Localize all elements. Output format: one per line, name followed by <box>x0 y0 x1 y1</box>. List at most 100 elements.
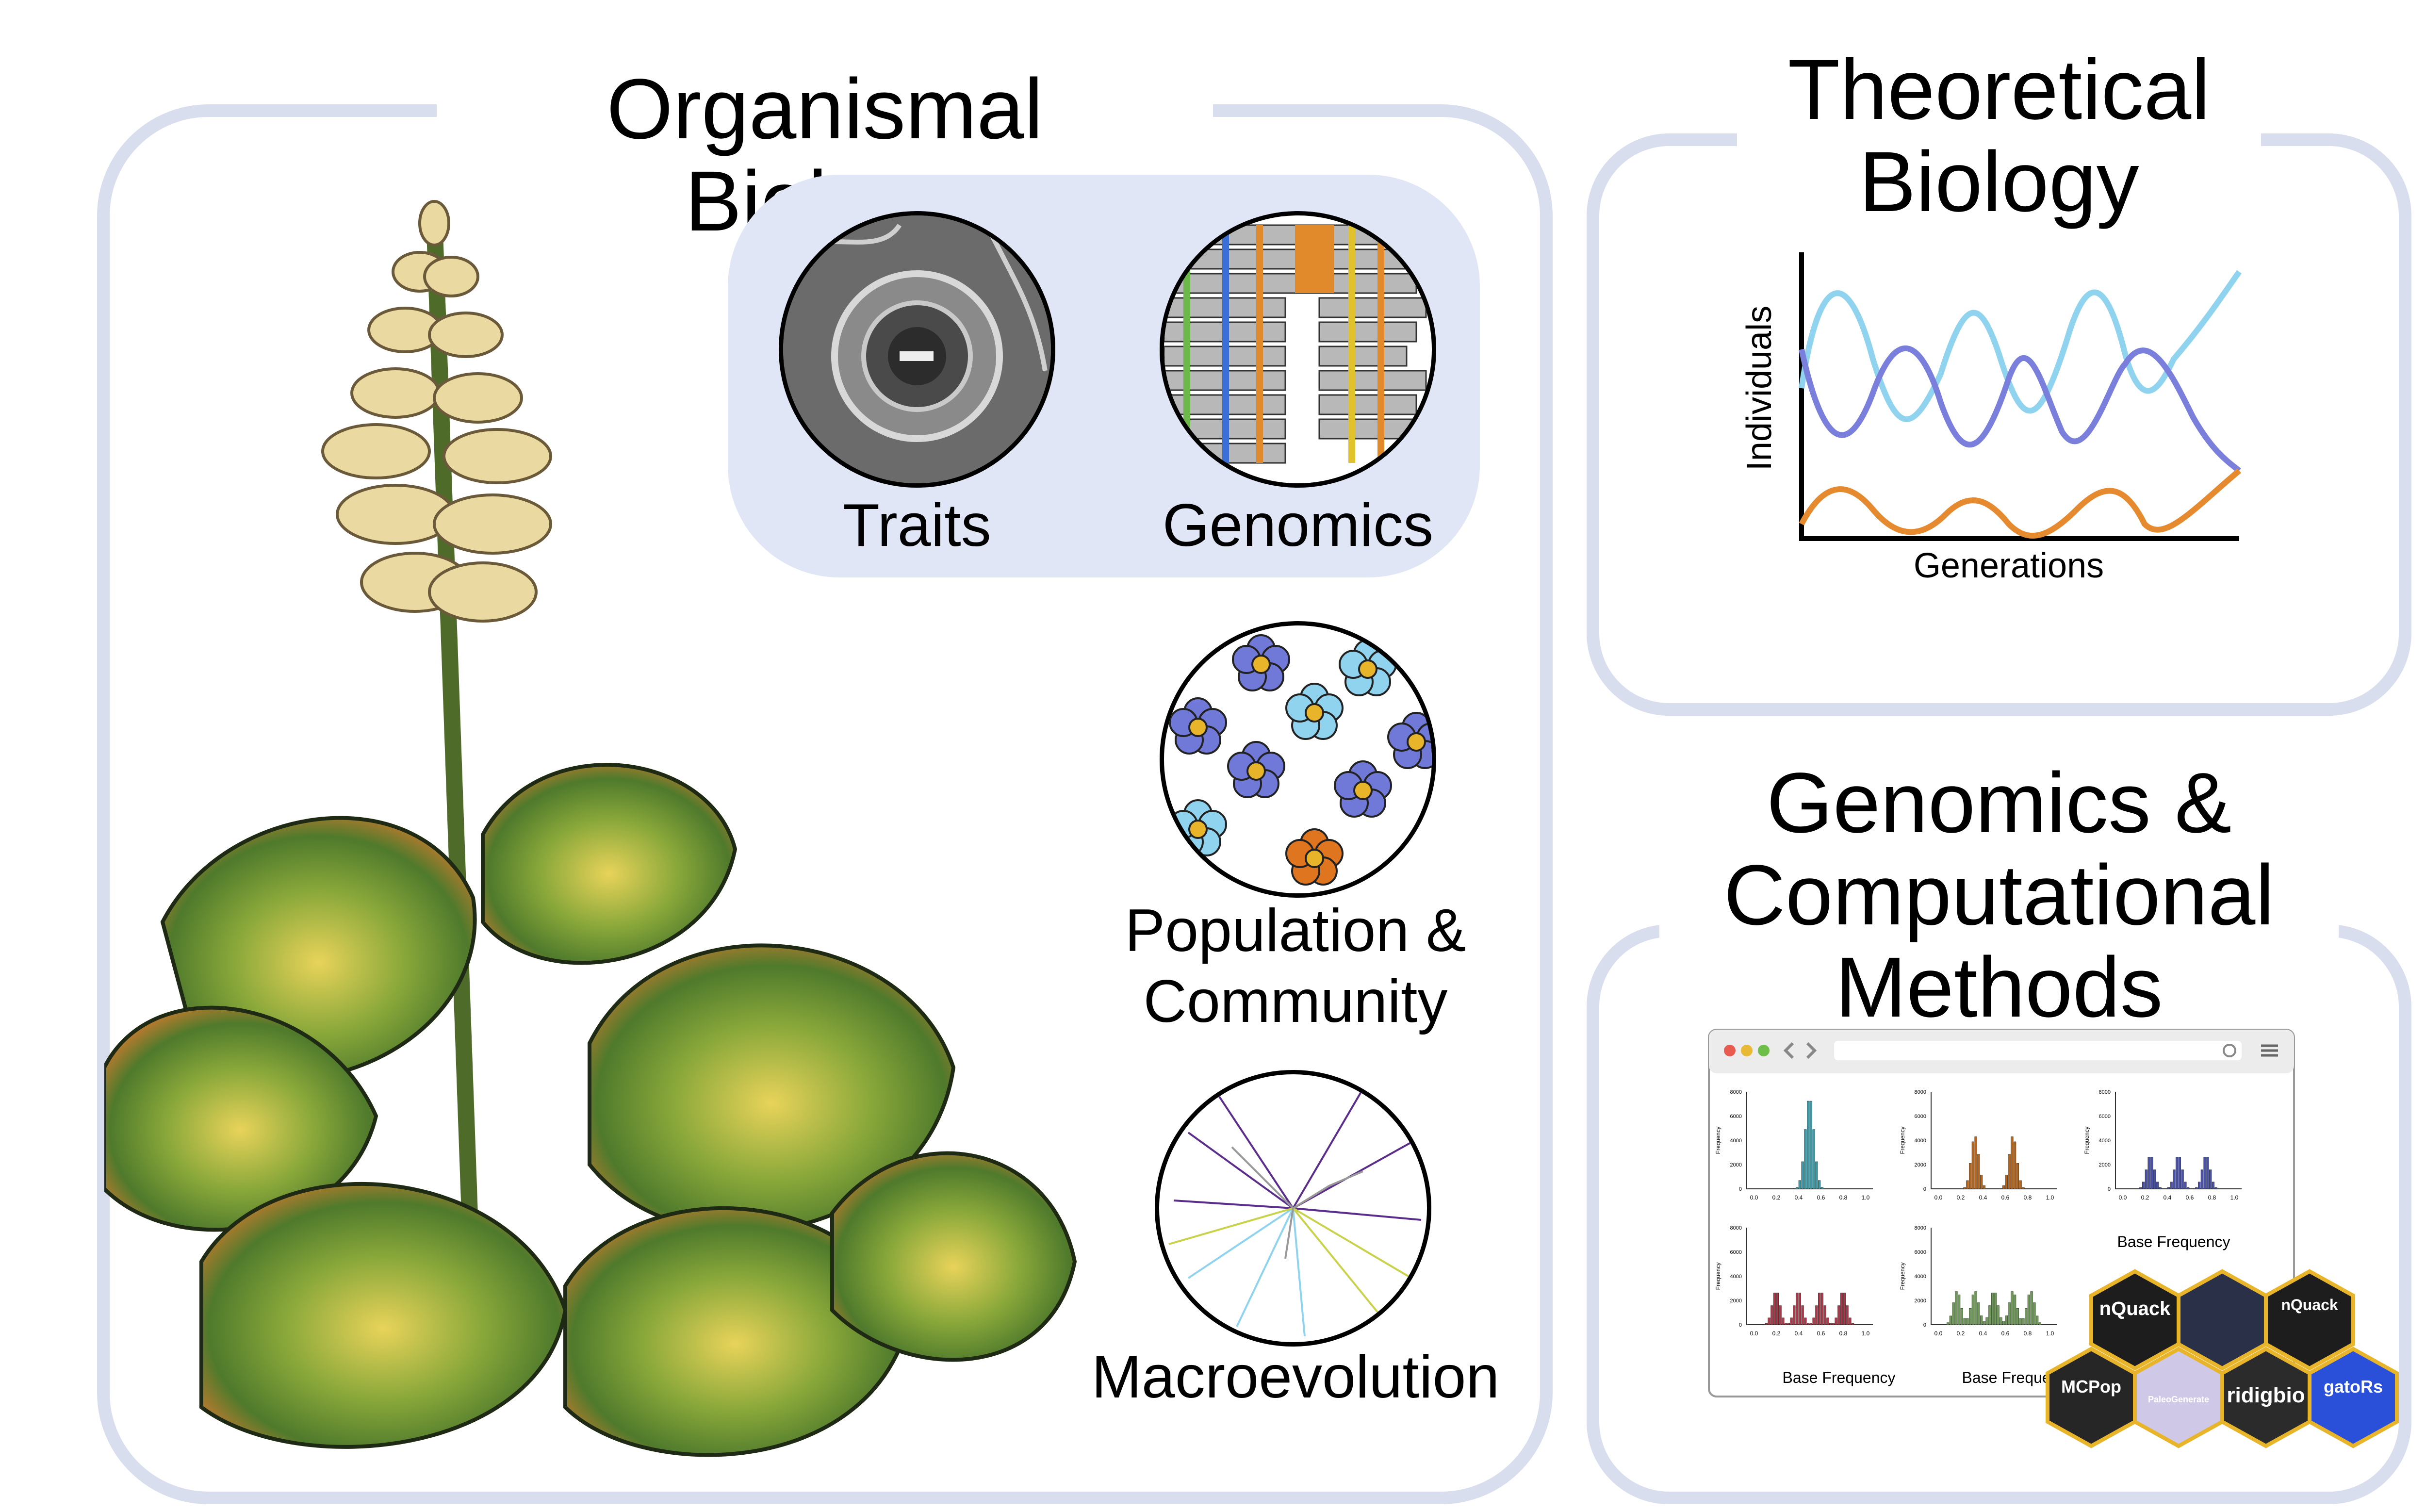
histogram-bar <box>1798 1293 1801 1325</box>
histogram-bar <box>2145 1169 2147 1189</box>
hex-label-2: MCPop <box>2061 1377 2121 1397</box>
histogram-bar <box>1994 1293 1997 1325</box>
histogram-ytick: 6000 <box>1915 1249 1926 1255</box>
histogram-bar <box>1818 1180 1821 1189</box>
histogram-xtick: 0.6 <box>1817 1330 1825 1337</box>
histogram-bar <box>2150 1157 2153 1189</box>
hex-label-1: nQuack <box>2281 1296 2338 1314</box>
histogram-bar <box>1818 1293 1821 1325</box>
histogram-bar <box>2022 1187 2025 1189</box>
plant-illustration <box>104 200 1077 1457</box>
histogram-ytick: 0 <box>1739 1186 1742 1192</box>
histogram-bar <box>2156 1182 2159 1189</box>
histogram-xlabel-4: Base Frequency <box>1782 1369 1895 1386</box>
histogram-bar <box>2200 1169 2203 1189</box>
histogram-xtick: 0.2 <box>1957 1194 1965 1201</box>
hex-sticker-gators <box>2308 1347 2399 1448</box>
histogram-bar <box>2176 1157 2179 1189</box>
histogram-xtick: 0.0 <box>1750 1194 1758 1201</box>
histogram-xtick: 1.0 <box>2230 1194 2239 1201</box>
histogram-bar <box>1991 1293 1994 1325</box>
histogram-ytick: 2000 <box>1915 1298 1926 1304</box>
histogram-bar <box>1969 1308 1972 1325</box>
histogram-xtick: 0.4 <box>1979 1194 1987 1201</box>
histogram-ylabel: Frequency <box>1715 1263 1721 1290</box>
reload-icon[interactable] <box>2223 1044 2236 1057</box>
histogram-bar <box>1949 1315 1952 1325</box>
r-package-hex-stickers: nQuack nQuack MCPop PaleoGenerate ridigb… <box>2046 1269 2399 1448</box>
histogram-bar <box>1809 1101 1812 1189</box>
histogram-xtick: 0.2 <box>1772 1194 1781 1201</box>
histogram-bar <box>1804 1317 1807 1325</box>
histogram-ytick: 8000 <box>1730 1089 1742 1095</box>
histogram-bar <box>2030 1291 2033 1325</box>
histogram-bar <box>2027 1294 2030 1325</box>
histogram-bar <box>2036 1315 2039 1325</box>
histogram-bar <box>1971 1294 1974 1325</box>
histogram-bar <box>1779 1305 1782 1325</box>
histogram-xtick: 0.2 <box>1772 1330 1781 1337</box>
histogram-bar <box>2011 1136 2014 1189</box>
window-minimize-icon[interactable] <box>1741 1045 1753 1056</box>
histogram-bar <box>1835 1317 1837 1325</box>
histogram-bar <box>1812 1129 1815 1189</box>
histogram-ytick: 0 <box>2108 1186 2111 1192</box>
genomics-methods-title: Genomics & Computational Methods <box>1659 757 2339 1034</box>
histogram-ytick: 6000 <box>1730 1114 1742 1119</box>
histogram-bar <box>1960 1308 1963 1325</box>
chart-xlabel: Generations <box>1914 546 2104 585</box>
histogram-ytick: 4000 <box>1915 1138 1926 1144</box>
histogram-bar <box>1787 1323 1790 1325</box>
flower-community-icon <box>1169 634 1432 886</box>
histogram-xtick: 0.8 <box>2024 1194 2032 1201</box>
sequence-alignment-icon <box>1164 224 1427 464</box>
hex-label-5: gatoRs <box>2324 1377 2383 1397</box>
histogram-bar <box>1974 1136 1977 1189</box>
macroevolution-label: Macroevolution <box>1091 1344 1500 1411</box>
histogram-bar <box>1837 1305 1840 1325</box>
histogram-bar <box>2014 1141 2016 1189</box>
histogram-bar <box>2038 1322 2041 1325</box>
histogram-bar <box>1809 1323 1812 1325</box>
histogram-bar <box>2212 1182 2214 1189</box>
back-arrow-icon[interactable] <box>1783 1042 1794 1059</box>
window-maximize-icon[interactable] <box>1758 1045 1770 1056</box>
address-bar[interactable] <box>1834 1041 2242 1060</box>
histogram-xtick: 0.4 <box>2164 1194 2172 1201</box>
hex-sticker-mcpop <box>2046 1347 2137 1448</box>
histogram-bar <box>2195 1187 2198 1189</box>
histogram-bar <box>1985 1317 1988 1325</box>
theoretical-biology-panel <box>1587 133 2411 716</box>
histogram-bar <box>2147 1157 2150 1189</box>
histogram-bar <box>1974 1291 1977 1325</box>
histogram-bar <box>1980 1175 1983 1189</box>
histogram-bar <box>1812 1317 1815 1325</box>
histogram-bar <box>2002 1185 2005 1189</box>
histogram-ylabel: Frequency <box>1715 1127 1721 1154</box>
window-close-icon[interactable] <box>1724 1045 1736 1056</box>
forward-arrow-icon[interactable] <box>1806 1042 1817 1059</box>
histogram-ytick: 2000 <box>2099 1162 2111 1168</box>
histogram-bar <box>1983 1321 1985 1325</box>
histogram-xtick: 0.4 <box>1979 1330 1987 1337</box>
histogram-bar <box>1768 1317 1770 1325</box>
histogram-ytick: 0 <box>1923 1186 1926 1192</box>
series-line-purple <box>1799 345 2241 473</box>
histogram-bar <box>2181 1169 2184 1189</box>
histogram-ytick: 8000 <box>2099 1089 2111 1095</box>
histogram-bar <box>2008 1154 2011 1189</box>
histogram-bar <box>2178 1157 2181 1189</box>
histogram-bar <box>2000 1317 2002 1325</box>
histogram-bar <box>1823 1305 1826 1325</box>
histogram-ylabel: Frequency <box>1899 1127 1906 1154</box>
histogram-bar <box>1801 1305 1804 1325</box>
histogram-bar <box>2016 1163 2019 1189</box>
histogram-bar <box>1796 1187 1799 1189</box>
histogram-bar <box>1796 1293 1799 1325</box>
histogram-bar <box>2005 1175 2008 1189</box>
histogram-ylabel: Frequency <box>2083 1127 2090 1154</box>
histogram-bar <box>2209 1169 2212 1189</box>
traits-micrograph-circle <box>779 211 1055 488</box>
menu-icon[interactable] <box>2261 1044 2278 1057</box>
histogram-xtick: 0.2 <box>2141 1194 2149 1201</box>
